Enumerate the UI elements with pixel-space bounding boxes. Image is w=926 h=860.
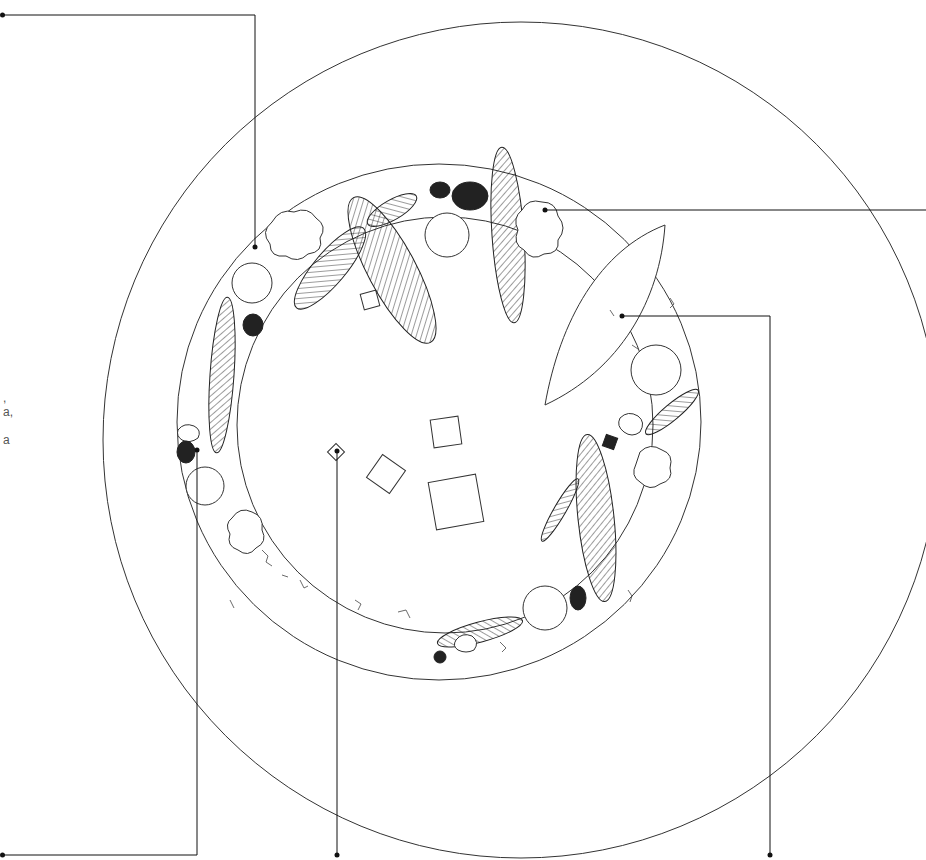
fluffy-pieces — [178, 201, 672, 652]
dark-blobs — [177, 182, 618, 663]
plate-outline — [103, 22, 926, 858]
bowl-rim — [177, 164, 701, 680]
leader-lines — [2, 15, 926, 855]
herb-specks — [230, 298, 674, 652]
cut-off-text-fragment: , — [3, 391, 6, 405]
cut-off-text-fragment: a — [3, 433, 10, 447]
hatched-leaves — [205, 146, 704, 653]
bowl-well — [237, 217, 653, 633]
leader-dots — [0, 13, 773, 858]
spheres — [186, 213, 681, 630]
cut-off-text-fragment: a, — [3, 405, 13, 419]
